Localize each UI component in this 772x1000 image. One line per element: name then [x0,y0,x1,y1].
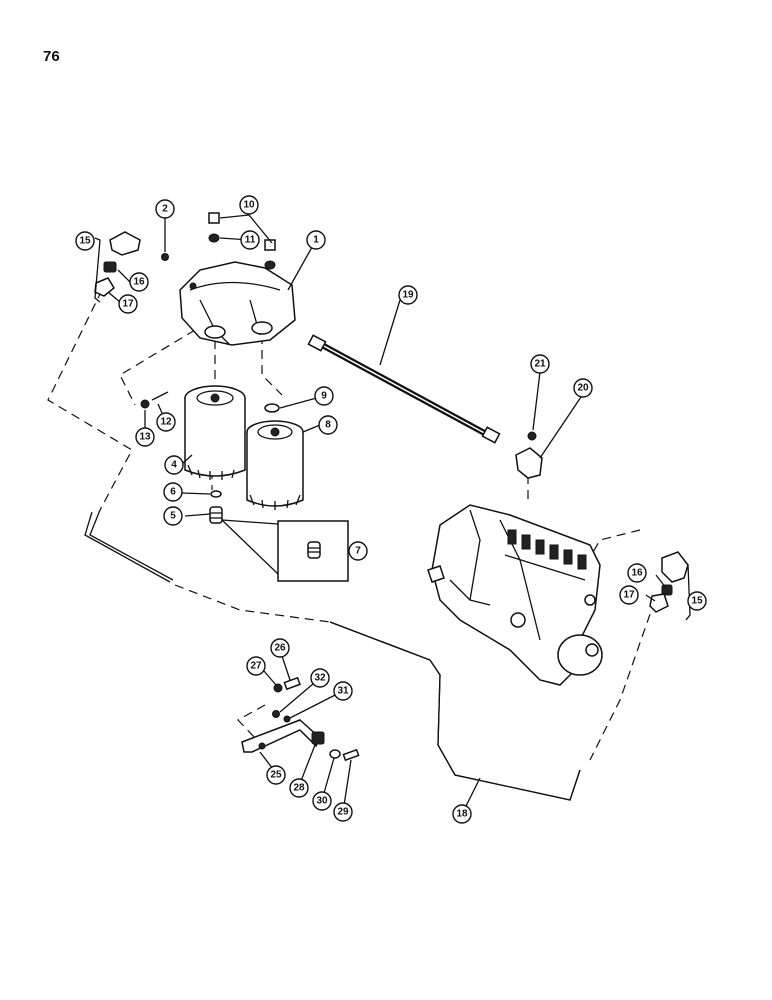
callout-25: 25 [266,765,286,785]
svg-text:28: 28 [293,783,305,794]
svg-text:17: 17 [122,299,134,310]
svg-text:17: 17 [623,590,635,601]
filter-element-8 [246,420,304,510]
callout-5: 5 [163,506,183,526]
elbow-fitting-20 [515,431,543,479]
callout-12: 12 [156,412,176,432]
svg-text:6: 6 [170,487,176,498]
svg-text:27: 27 [250,661,262,672]
svg-text:15: 15 [79,236,91,247]
svg-text:4: 4 [171,460,177,471]
svg-text:25: 25 [270,770,282,781]
detail-box-7 [221,519,349,582]
svg-text:31: 31 [337,686,349,697]
bolts-10-11 [208,212,276,270]
page-number: 76 [43,48,60,65]
svg-text:21: 21 [534,359,546,370]
callout-16-right: 16 [627,563,647,583]
callout-7: 7 [348,541,368,561]
callout-28: 28 [289,778,309,798]
callout-11: 11 [240,230,260,250]
elbow-fitting-right [649,551,689,613]
svg-text:18: 18 [456,809,468,820]
svg-text:9: 9 [321,391,327,402]
callout-27: 27 [246,656,266,676]
callout-4: 4 [164,455,184,475]
callout-17-right: 17 [619,585,639,605]
callouts: 1 2 4 5 6 7 8 9 10 11 12 13 15 16 17 15 … [75,195,707,824]
fuel-line-19 [307,334,501,444]
callout-19: 19 [398,285,418,305]
callout-10: 10 [239,195,259,215]
callout-9: 9 [314,386,334,406]
svg-text:1: 1 [313,235,319,246]
svg-text:19: 19 [402,290,414,301]
svg-text:32: 32 [314,673,326,684]
callout-2: 2 [155,199,175,219]
injector-outlets [507,529,587,570]
callout-13: 13 [135,427,155,447]
elbow-fitting-left [94,231,169,297]
fuel-line-18 [84,509,581,801]
callout-6: 6 [163,482,183,502]
svg-text:2: 2 [162,204,168,215]
callout-29: 29 [333,802,353,822]
svg-text:12: 12 [160,417,172,428]
callout-18: 18 [452,804,472,824]
svg-text:26: 26 [274,643,286,654]
svg-text:16: 16 [631,568,643,579]
svg-text:7: 7 [355,546,361,557]
filter-element-4 [184,385,246,480]
svg-text:16: 16 [133,277,145,288]
callout-20: 20 [573,378,593,398]
callout-15-right: 15 [687,591,707,611]
callout-31: 31 [333,681,353,701]
svg-text:11: 11 [245,235,256,246]
svg-text:10: 10 [243,200,255,211]
bracket-25 [241,676,360,762]
callout-1: 1 [306,230,326,250]
svg-text:13: 13 [139,432,151,443]
callout-15-left: 15 [75,231,95,251]
callout-30: 30 [312,791,332,811]
svg-text:5: 5 [170,511,176,522]
svg-text:8: 8 [325,420,331,431]
svg-text:15: 15 [691,596,703,607]
small-parts-5-6-12-13 [140,391,223,524]
o-ring-9 [264,403,280,413]
injection-pump [427,504,603,686]
svg-text:29: 29 [337,807,349,818]
callout-26: 26 [270,638,290,658]
callout-21: 21 [530,354,550,374]
filter-head [179,261,296,346]
callout-16-left: 16 [129,272,149,292]
callout-17-left: 17 [118,294,138,314]
callout-8: 8 [318,415,338,435]
svg-text:30: 30 [316,796,328,807]
callout-32: 32 [310,668,330,688]
svg-text:20: 20 [577,383,589,394]
